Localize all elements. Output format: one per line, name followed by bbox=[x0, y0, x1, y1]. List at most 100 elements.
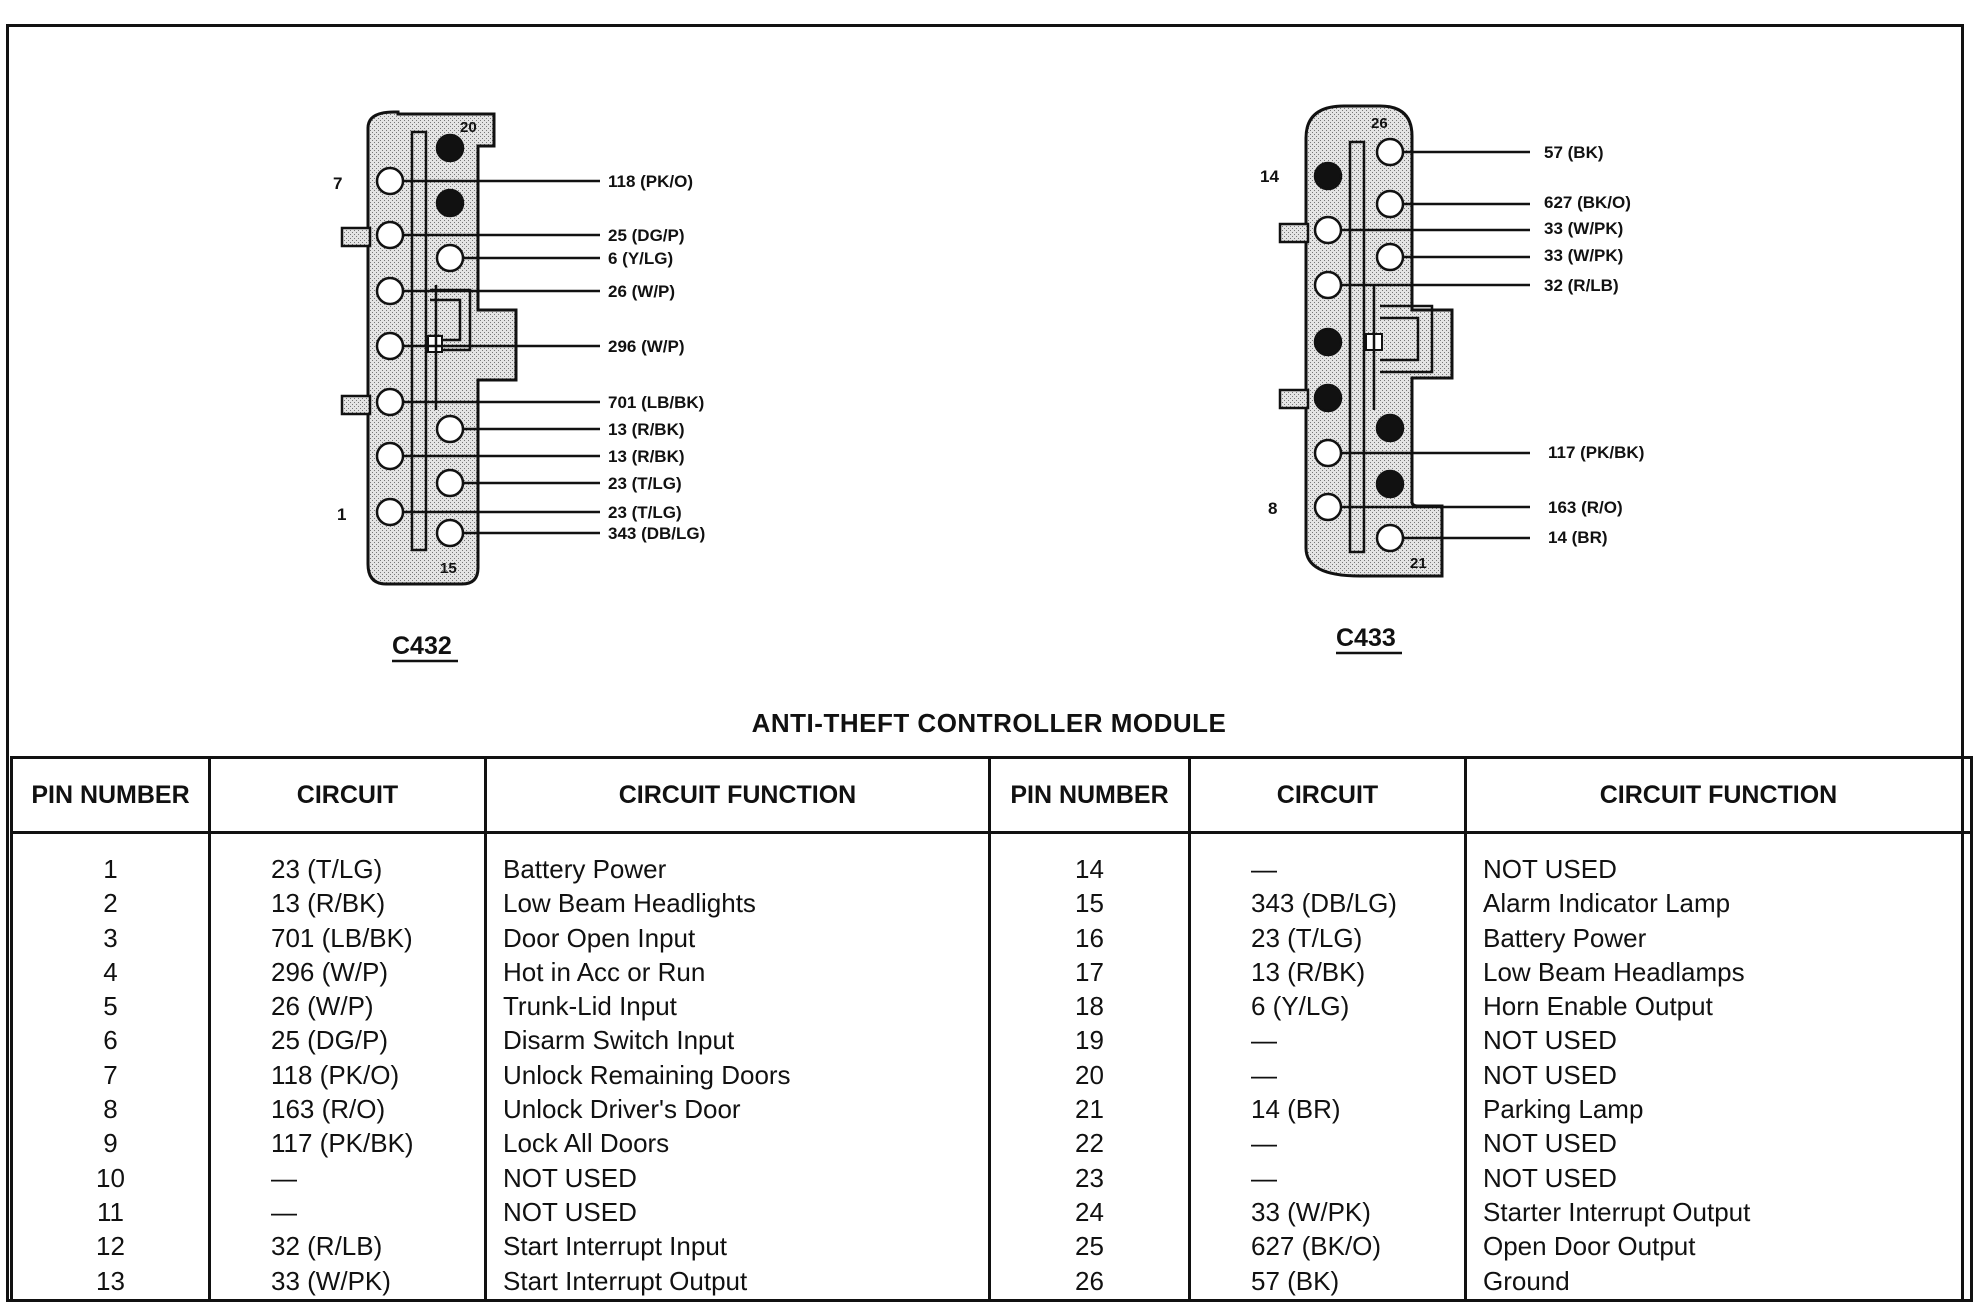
header-circuit: CIRCUIT bbox=[208, 756, 487, 834]
pin-number-cell: 6 bbox=[103, 1025, 118, 1056]
header-pin-number: PIN NUMBER bbox=[988, 756, 1191, 834]
c433-pin-14 bbox=[1313, 161, 1343, 191]
circuit-cell: 33 (W/PK) bbox=[271, 1265, 391, 1296]
c432-wire-label: 296 (W/P) bbox=[608, 337, 685, 356]
c433-pin-12 bbox=[1313, 270, 1343, 300]
function-cell: NOT USED bbox=[503, 1196, 637, 1227]
function-cell: Start Interrupt Input bbox=[503, 1231, 728, 1262]
c432-wire-label: 23 (T/LG) bbox=[608, 474, 682, 493]
table-header-row: PIN NUMBER CIRCUIT CIRCUIT FUNCTION PIN … bbox=[10, 756, 1973, 834]
c432-latch-top bbox=[340, 226, 372, 248]
function-cell: Ground bbox=[1483, 1265, 1570, 1296]
pin-number-cell: 16 bbox=[1075, 922, 1104, 953]
function-cell: Hot in Acc or Run bbox=[503, 956, 706, 987]
c432-pin-label-1: 1 bbox=[337, 505, 346, 524]
pin-number-cell: 19 bbox=[1075, 1025, 1104, 1056]
connector-c433: 26 14 8 21 57 (BK) 627 (BK/O) 33 (W/PK) … bbox=[1260, 104, 1644, 655]
c433-pin-23 bbox=[1375, 413, 1405, 443]
c433-pin-25 bbox=[1375, 189, 1405, 219]
function-cell: Unlock Driver's Door bbox=[503, 1094, 741, 1125]
function-cell: Start Interrupt Output bbox=[503, 1265, 748, 1296]
c432-pin-19 bbox=[435, 188, 465, 218]
function-cell: Alarm Indicator Lamp bbox=[1483, 888, 1731, 919]
pin-number-cell: 2 bbox=[103, 888, 118, 919]
circuit-cell: 25 (DG/P) bbox=[271, 1025, 389, 1056]
pin-number-cell: 1 bbox=[103, 854, 118, 884]
right-circuit-column: — 343 (DB/LG) 23 (T/LG) 13 (R/BK) 6 (Y/L… bbox=[1188, 832, 1467, 1302]
circuit-cell: — bbox=[1251, 1025, 1277, 1056]
c433-pin-10 bbox=[1313, 383, 1343, 413]
c433-pin-8 bbox=[1313, 492, 1343, 522]
pin-number-cell: 20 bbox=[1075, 1059, 1104, 1090]
pin-number-cell: 5 bbox=[103, 991, 118, 1022]
function-cell: Low Beam Headlights bbox=[503, 888, 756, 919]
c433-pin-11 bbox=[1313, 327, 1343, 357]
c433-pin-21 bbox=[1375, 523, 1405, 553]
header-pin-number: PIN NUMBER bbox=[10, 756, 211, 834]
c433-latch-top bbox=[1278, 222, 1310, 244]
pin-number-cell: 17 bbox=[1075, 956, 1104, 987]
pin-number-cell: 3 bbox=[103, 922, 118, 953]
c432-wire-label: 26 (W/P) bbox=[608, 282, 675, 301]
c433-wire-label: 627 (BK/O) bbox=[1544, 193, 1631, 212]
c433-pin-label-21: 21 bbox=[1410, 555, 1427, 572]
circuit-cell: — bbox=[271, 1196, 297, 1227]
circuit-cell: 57 (BK) bbox=[1251, 1265, 1340, 1296]
pin-number-cell: 26 bbox=[1075, 1265, 1104, 1296]
c432-wire-label: 23 (T/LG) bbox=[608, 503, 682, 522]
c433-pin-label-14: 14 bbox=[1260, 167, 1279, 186]
circuit-cell: 14 (BR) bbox=[1251, 1094, 1341, 1125]
c433-wire-label: 163 (R/O) bbox=[1548, 498, 1623, 517]
c432-wire-label: 13 (R/BK) bbox=[608, 447, 685, 466]
c432-wire-label: 701 (LB/BK) bbox=[608, 393, 704, 412]
c433-wire-label: 14 (BR) bbox=[1548, 528, 1608, 547]
circuit-cell: 117 (PK/BK) bbox=[271, 1128, 414, 1159]
function-cell: Battery Power bbox=[1483, 922, 1647, 953]
function-cell: NOT USED bbox=[503, 1162, 637, 1193]
c433-lock-tab bbox=[1380, 304, 1434, 374]
function-cell: Disarm Switch Input bbox=[503, 1025, 735, 1056]
c432-wire-label: 25 (DG/P) bbox=[608, 226, 685, 245]
connector-c432: 20 7 1 15 118 (PK/O) 25 (DG/P) 6 (Y/LG) … bbox=[333, 110, 705, 663]
c432-pin-20 bbox=[435, 133, 465, 163]
right-function-column: NOT USED Alarm Indicator Lamp Battery Po… bbox=[1464, 832, 1973, 1302]
pin-number-cell: 9 bbox=[103, 1128, 118, 1159]
circuit-cell: — bbox=[1251, 854, 1277, 884]
c433-pin-26 bbox=[1375, 137, 1405, 167]
c432-wire-label: 13 (R/BK) bbox=[608, 420, 685, 439]
c432-pin-3 bbox=[375, 387, 405, 417]
c432-pin-6 bbox=[375, 220, 405, 250]
c432-pin-18 bbox=[435, 243, 465, 273]
c433-wire-label: 33 (W/PK) bbox=[1544, 219, 1623, 238]
function-cell: NOT USED bbox=[1483, 1059, 1617, 1090]
right-pin-column: 14 15 16 17 18 19 20 21 22 23 24 25 26 bbox=[988, 832, 1191, 1302]
function-cell: NOT USED bbox=[1483, 1162, 1617, 1193]
c432-wire-label: 6 (Y/LG) bbox=[608, 249, 673, 268]
c433-pin-9 bbox=[1313, 438, 1343, 468]
function-cell: Door Open Input bbox=[503, 922, 696, 953]
pin-number-cell: 7 bbox=[103, 1059, 118, 1090]
circuit-cell: 118 (PK/O) bbox=[271, 1059, 400, 1090]
c433-connector-label: C433 bbox=[1336, 624, 1396, 652]
module-title: ANTI-THEFT CONTROLLER MODULE bbox=[751, 708, 1227, 738]
function-cell: Horn Enable Output bbox=[1483, 991, 1713, 1022]
circuit-cell: 23 (T/LG) bbox=[271, 854, 383, 884]
circuit-cell: 13 (R/BK) bbox=[271, 888, 386, 919]
c433-wire-label: 33 (W/PK) bbox=[1544, 246, 1623, 265]
left-pin-column: 1 2 3 4 5 6 7 8 9 10 11 12 13 bbox=[10, 832, 211, 1302]
left-function-column: Battery Power Low Beam Headlights Door O… bbox=[484, 832, 991, 1302]
c433-pin-label-8: 8 bbox=[1268, 499, 1277, 518]
c433-pin-label-26: 26 bbox=[1371, 115, 1388, 132]
pin-number-cell: 25 bbox=[1075, 1231, 1104, 1262]
header-circuit-function: CIRCUIT FUNCTION bbox=[1464, 756, 1973, 834]
circuit-cell: 163 (R/O) bbox=[271, 1094, 386, 1125]
header-circuit: CIRCUIT bbox=[1188, 756, 1467, 834]
pin-number-cell: 24 bbox=[1075, 1196, 1104, 1227]
circuit-cell: — bbox=[1251, 1128, 1277, 1159]
function-cell: NOT USED bbox=[1483, 1128, 1617, 1159]
pin-number-cell: 21 bbox=[1075, 1094, 1104, 1125]
function-cell: Unlock Remaining Doors bbox=[503, 1059, 791, 1090]
c432-connector-label: C432 bbox=[392, 632, 452, 660]
function-cell: Lock All Doors bbox=[503, 1128, 670, 1159]
c432-center-rib bbox=[410, 130, 428, 552]
